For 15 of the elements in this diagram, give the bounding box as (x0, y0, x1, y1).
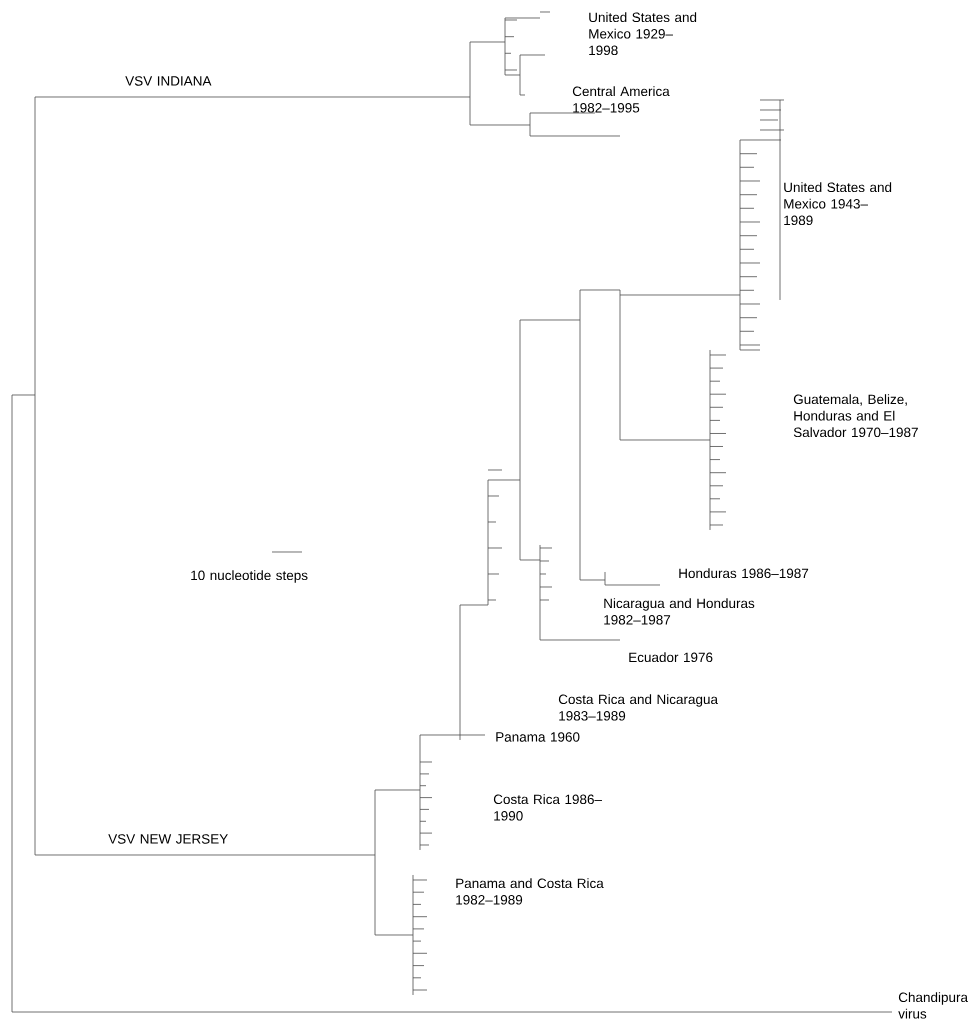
clade-label: Costa Rica 1986–1990 (493, 794, 602, 821)
clade-label: Chandipura virus (898, 992, 968, 1019)
clade-label: VSV NEW JERSEY (108, 834, 228, 844)
clade-label: Panama 1960 (496, 732, 580, 742)
clade-label: Honduras 1986–1987 (679, 568, 809, 579)
clade-label: Central America 1982–1995 (572, 86, 670, 113)
clade-label: Nicaragua and Honduras 1982–1987 (604, 598, 755, 625)
clade-label: Ecuador 1976 (629, 652, 713, 663)
clade-label: 10 nucleotide steps (191, 570, 308, 583)
clade-label: United States and Mexico 1943–1989 (784, 182, 892, 226)
clade-label: VSV INDIANA (125, 76, 212, 86)
clade-label: United States and Mexico 1929–1998 (589, 12, 697, 56)
clade-label: Panama and Costa Rica 1982–1989 (456, 878, 604, 905)
clade-label: Guatemala, Belize, Honduras and El Salvador 1970–1987 (793, 394, 918, 438)
clade-label: Costa Rica and Nicaragua 1983–1989 (558, 694, 718, 721)
